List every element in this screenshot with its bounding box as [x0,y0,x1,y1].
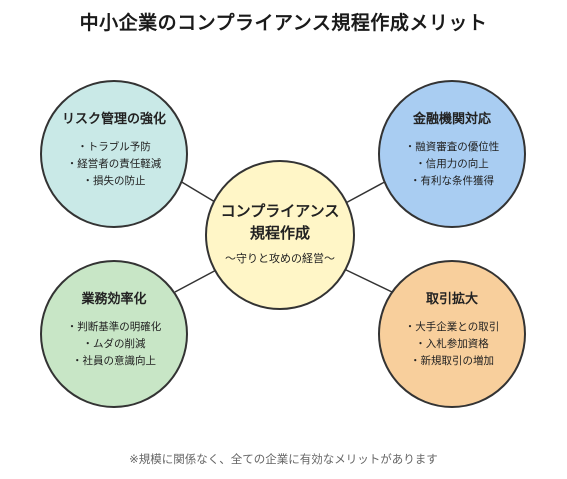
footer-note: ※規模に関係なく、全ての企業に有効なメリットがあります [129,452,438,466]
connector-bottom-left [174,267,221,293]
diagram-title: 中小企業のコンプライアンス規程作成メリット [79,12,488,34]
list-item: ・トラブル予防 [77,141,151,153]
list-item: ・信用力の向上 [415,158,489,170]
node-risk-management: リスク管理の強化 ・トラブル予防 ・経営者の責任軽減 ・損失の防止 [40,80,188,228]
list-item: ・有利な条件獲得 [410,175,494,187]
node-center-compliance: コンプライアンス 規程作成 ～守りと攻めの経営～ [205,160,355,310]
node-financial-institutions: 金融機関対応 ・融資審査の優位性 ・信用力の向上 ・有利な条件獲得 [378,80,526,228]
center-title-line2: 規程作成 [249,224,310,242]
node-items: ・融資審査の優位性 ・信用力の向上 ・有利な条件獲得 [380,139,524,190]
node-title: 業務効率化 [81,292,147,307]
node-items: ・判断基準の明確化 ・ムダの削減 ・社員の意識向上 [42,319,186,370]
list-item: ・損失の防止 [82,175,146,187]
center-title: コンプライアンス 規程作成 [207,200,353,244]
node-title: 金融機関対応 [412,112,491,127]
list-item: ・大手企業との取引 [404,321,500,333]
node-items: ・トラブル予防 ・経営者の責任軽減 ・損失の防止 [42,139,186,190]
list-item: ・判断基準の明確化 [66,321,162,333]
list-item: ・新規取引の増加 [410,355,494,367]
list-item: ・社員の意識向上 [72,355,156,367]
node-title: 取引拡大 [425,292,478,307]
center-subtitle: ～守りと攻めの経営～ [225,252,335,265]
list-item: ・経営者の責任軽減 [66,158,162,170]
list-item: ・ムダの削減 [82,338,146,350]
list-item: ・融資審査の優位性 [404,141,500,153]
node-operational-efficiency: 業務効率化 ・判断基準の明確化 ・ムダの削減 ・社員の意識向上 [40,260,188,408]
node-business-expansion: 取引拡大 ・大手企業との取引 ・入札参加資格 ・新規取引の増加 [378,260,526,408]
list-item: ・入札参加資格 [415,338,489,350]
node-items: ・大手企業との取引 ・入札参加資格 ・新規取引の増加 [380,319,524,370]
center-title-line1: コンプライアンス [220,202,340,220]
connector-bottom-right [341,267,393,293]
node-title: リスク管理の強化 [61,112,166,127]
